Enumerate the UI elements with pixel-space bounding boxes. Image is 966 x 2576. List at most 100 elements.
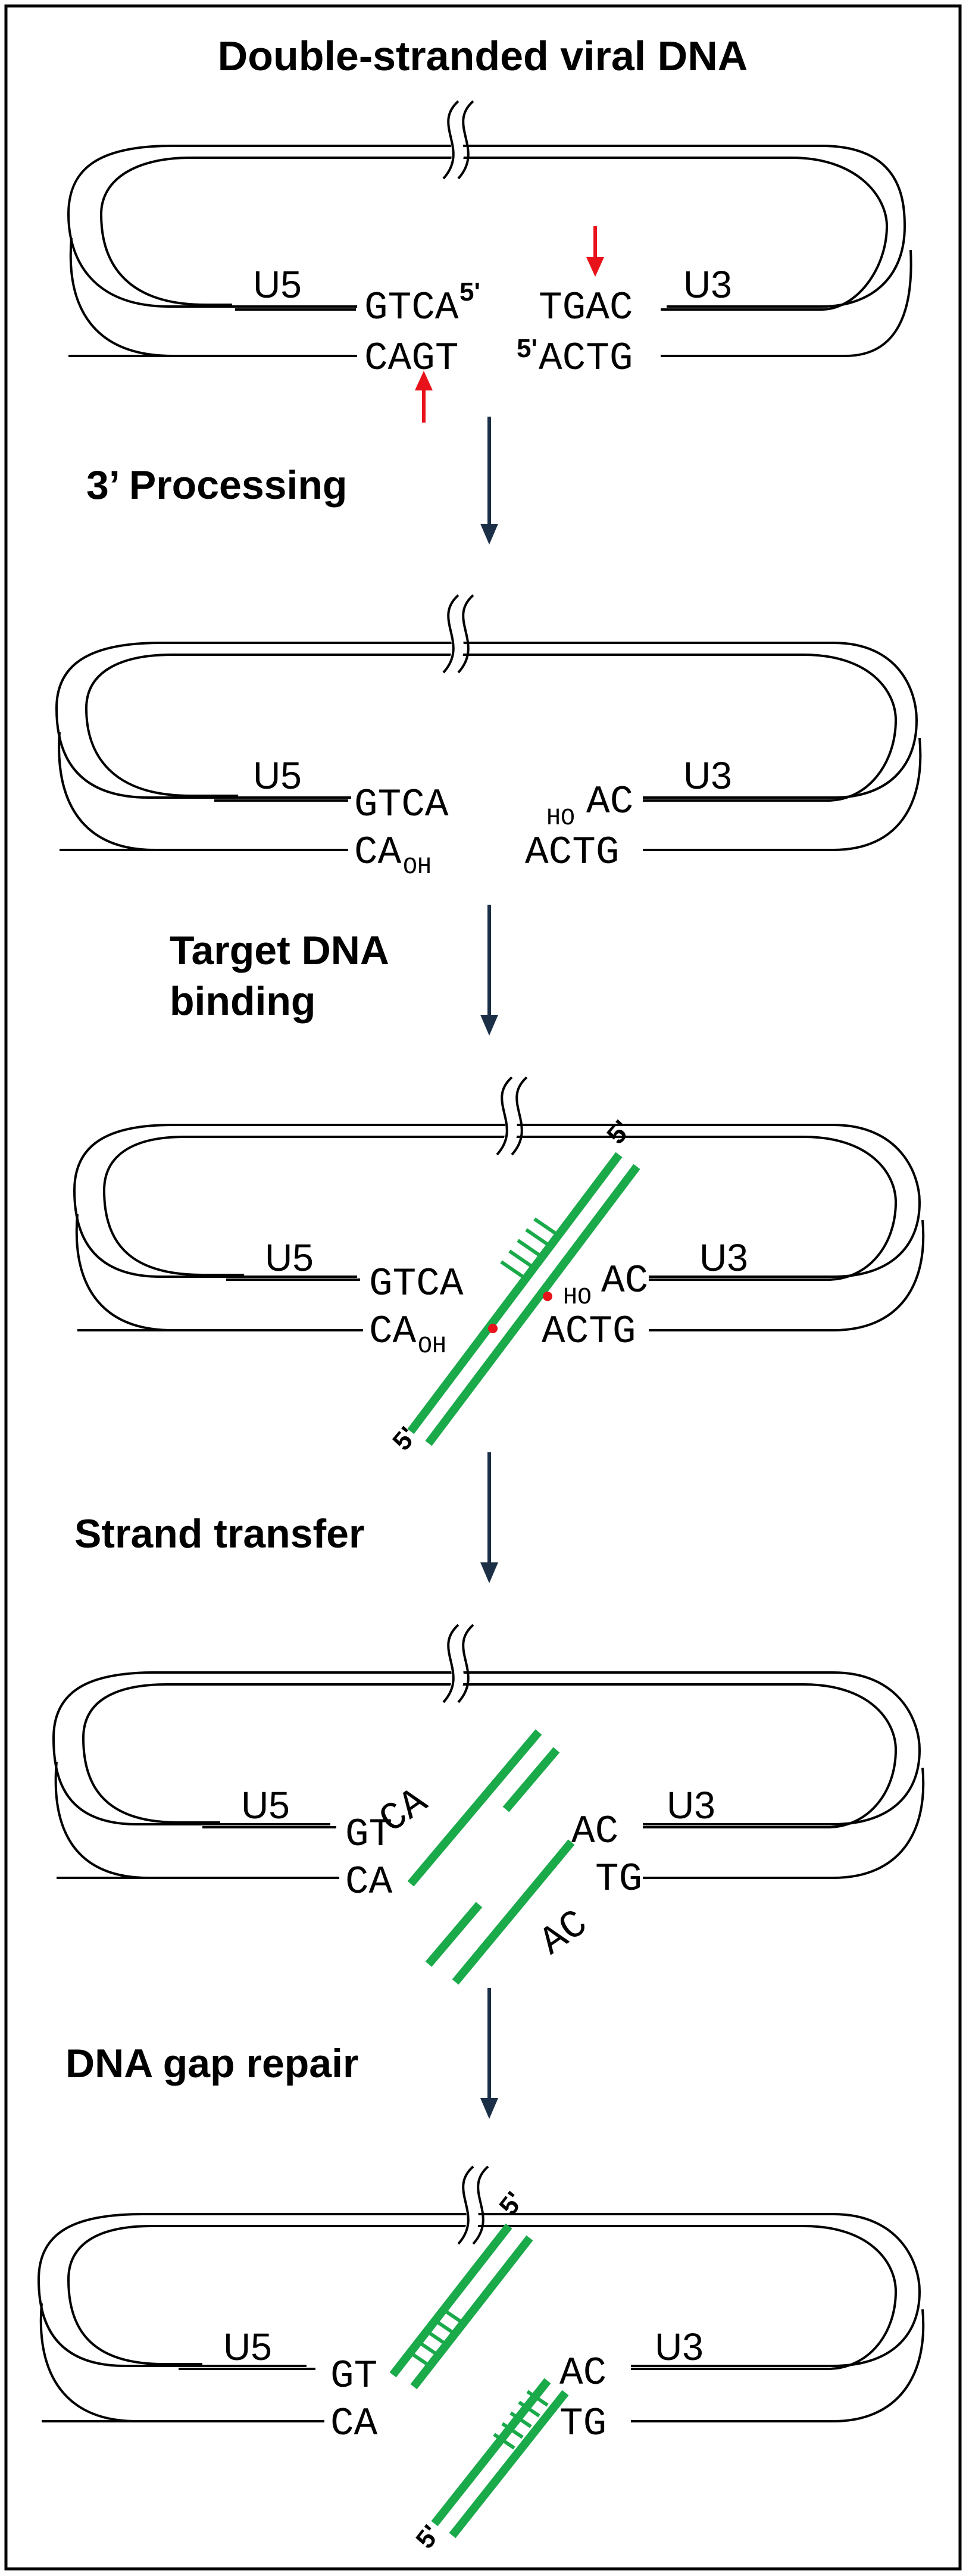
region-u3-label: U3	[683, 263, 732, 306]
seq-top-left: GT	[345, 1812, 392, 1857]
prime-bottom-right: 5'	[517, 334, 537, 363]
region-u5-label: U5	[241, 1784, 290, 1827]
target-dna-segment-upper-long	[407, 1729, 542, 1887]
strand-inner-loop	[99, 157, 889, 311]
break-mark-left	[496, 1076, 513, 1156]
repaired-dna-lower-base-pairs	[493, 2390, 549, 2450]
strand-outer-loop	[73, 1124, 921, 1278]
break-mark-right	[457, 100, 474, 180]
seq-top-left: GTCA	[364, 286, 459, 330]
strand-inner-loop	[102, 1136, 898, 1281]
break-mark-right	[457, 594, 474, 674]
process-arrow-4	[480, 1988, 498, 2119]
break-gap	[457, 2162, 483, 2249]
step-label-target-binding-1: Target DNA	[170, 928, 389, 973]
break-mark-left	[457, 2165, 474, 2245]
process-arrow-2	[480, 905, 498, 1036]
region-u3-label: U3	[667, 1784, 715, 1827]
step-label-3-processing: 3’ Processing	[86, 462, 347, 508]
repaired-dna-upper-strand-b	[410, 2235, 533, 2390]
panel-3-processing: U5 U3 GTCA HO AC CA OH ACTG	[55, 590, 922, 881]
diagram-frame	[4, 4, 962, 2571]
seq-top-left: GTCA	[369, 1262, 464, 1306]
panel-gap-repair: U5 U3 GT AC CA TG 5' 5'	[37, 2162, 925, 2554]
break-mark-right	[472, 2165, 489, 2245]
hydroxyl-bottom-left: OH	[403, 854, 432, 881]
strand-inner-loop	[82, 1683, 898, 1828]
break-gap	[442, 96, 468, 183]
region-u3-label: U3	[683, 754, 732, 797]
hydroxyl-attack-dot-right	[543, 1292, 552, 1301]
seq-top-right: AC	[571, 1809, 618, 1854]
hydroxyl-attack-dot-left	[488, 1324, 498, 1333]
cleavage-arrow-top	[586, 226, 604, 277]
break-gap	[442, 1620, 468, 1707]
seq-bottom-left: CA	[345, 1860, 393, 1905]
region-u5-label: U5	[223, 2325, 272, 2368]
strand-bottom-closure-right	[833, 2309, 925, 2422]
seq-bottom-right: TG	[559, 2402, 607, 2446]
strand-outer-loop	[37, 2213, 921, 2367]
strand-bottom-closure-right	[833, 1220, 925, 1331]
seq-top-right: TGAC	[539, 286, 633, 330]
strand-inner-loop	[85, 654, 898, 802]
break-mark-right	[511, 1076, 528, 1156]
diagram-title: Double-stranded viral DNA	[218, 33, 748, 79]
prime-repaired-top: 5'	[493, 2186, 529, 2221]
break-mark-left	[442, 100, 459, 180]
panel-target-binding: U5 U3 GTCA HO AC CA OH ACTG 5' 5'	[73, 1073, 925, 1456]
repaired-dna-upper-strand-a	[389, 2223, 512, 2378]
seq-bottom-right: ACTG	[542, 1309, 636, 1354]
strand-bottom-closure	[54, 1761, 149, 1879]
strand-bottom-closure-right	[833, 1767, 925, 1879]
process-arrow-1	[480, 417, 498, 545]
seq-bottom-left: CAGT	[364, 336, 458, 381]
seq-bottom-left: CA	[354, 830, 402, 875]
seq-bottom-left: CA	[369, 1309, 417, 1354]
strand-inner-loop	[67, 2225, 898, 2370]
seq-top-left: GTCA	[354, 783, 449, 827]
hydroxyl-top-right: HO	[563, 1284, 592, 1311]
seq-top-right: AC	[601, 1259, 648, 1303]
repaired-dna-upper-base-pairs	[408, 2308, 464, 2368]
strand-bottom-closure	[69, 237, 173, 357]
hydroxyl-bottom-left: OH	[418, 1333, 446, 1360]
target-dna-segment-lower-long	[452, 1839, 575, 1985]
seq-bottom-right-tilted: AC	[532, 1902, 596, 1965]
region-u5-label: U5	[265, 1236, 314, 1279]
strand-bottom-closure	[39, 2303, 137, 2422]
seq-top-right: AC	[559, 2351, 607, 2396]
repaired-dna-lower-strand-b	[449, 2390, 569, 2539]
strand-bottom-closure-right	[845, 249, 912, 357]
strand-bottom-closure	[58, 731, 155, 851]
process-arrow-3	[480, 1452, 498, 1583]
break-gap	[442, 590, 468, 677]
target-dna-strand-top	[407, 1152, 623, 1434]
cleavage-arrow-bottom	[415, 371, 433, 423]
step-label-gap-repair: DNA gap repair	[65, 2041, 358, 2086]
break-gap	[495, 1073, 522, 1159]
seq-bottom-right: ACTG	[539, 336, 633, 381]
target-dna-strand-bottom	[425, 1164, 640, 1446]
prime-target-top: 5'	[601, 1115, 637, 1149]
target-dna-base-pairs	[500, 1217, 558, 1279]
step-label-strand-transfer: Strand transfer	[74, 1511, 364, 1556]
break-mark-left	[442, 1624, 459, 1703]
hydroxyl-top-right: HO	[546, 805, 575, 832]
prime-top-left: 5'	[459, 277, 480, 307]
strand-outer-loop	[55, 642, 918, 799]
strand-outer-loop	[67, 145, 906, 308]
strand-bottom-closure	[75, 1214, 173, 1331]
step-label-target-binding-2: binding	[170, 978, 315, 1024]
seq-top-left: GT	[330, 2354, 377, 2399]
panel-double-stranded-dna: U5 U3 GTCA 5' TGAC CAGT 5' ACTG	[67, 96, 912, 423]
region-u5-label: U5	[253, 754, 302, 797]
region-u3-label: U3	[655, 2325, 704, 2368]
panel-strand-transfer: U5 U3 GT CA AC CA TG AC	[52, 1620, 925, 1985]
seq-bottom-right: TG	[595, 1857, 642, 1902]
seq-top-right: AC	[586, 780, 633, 824]
break-mark-left	[442, 594, 459, 674]
seq-bottom-left: CA	[330, 2402, 378, 2446]
strand-outer-loop	[52, 1671, 921, 1825]
